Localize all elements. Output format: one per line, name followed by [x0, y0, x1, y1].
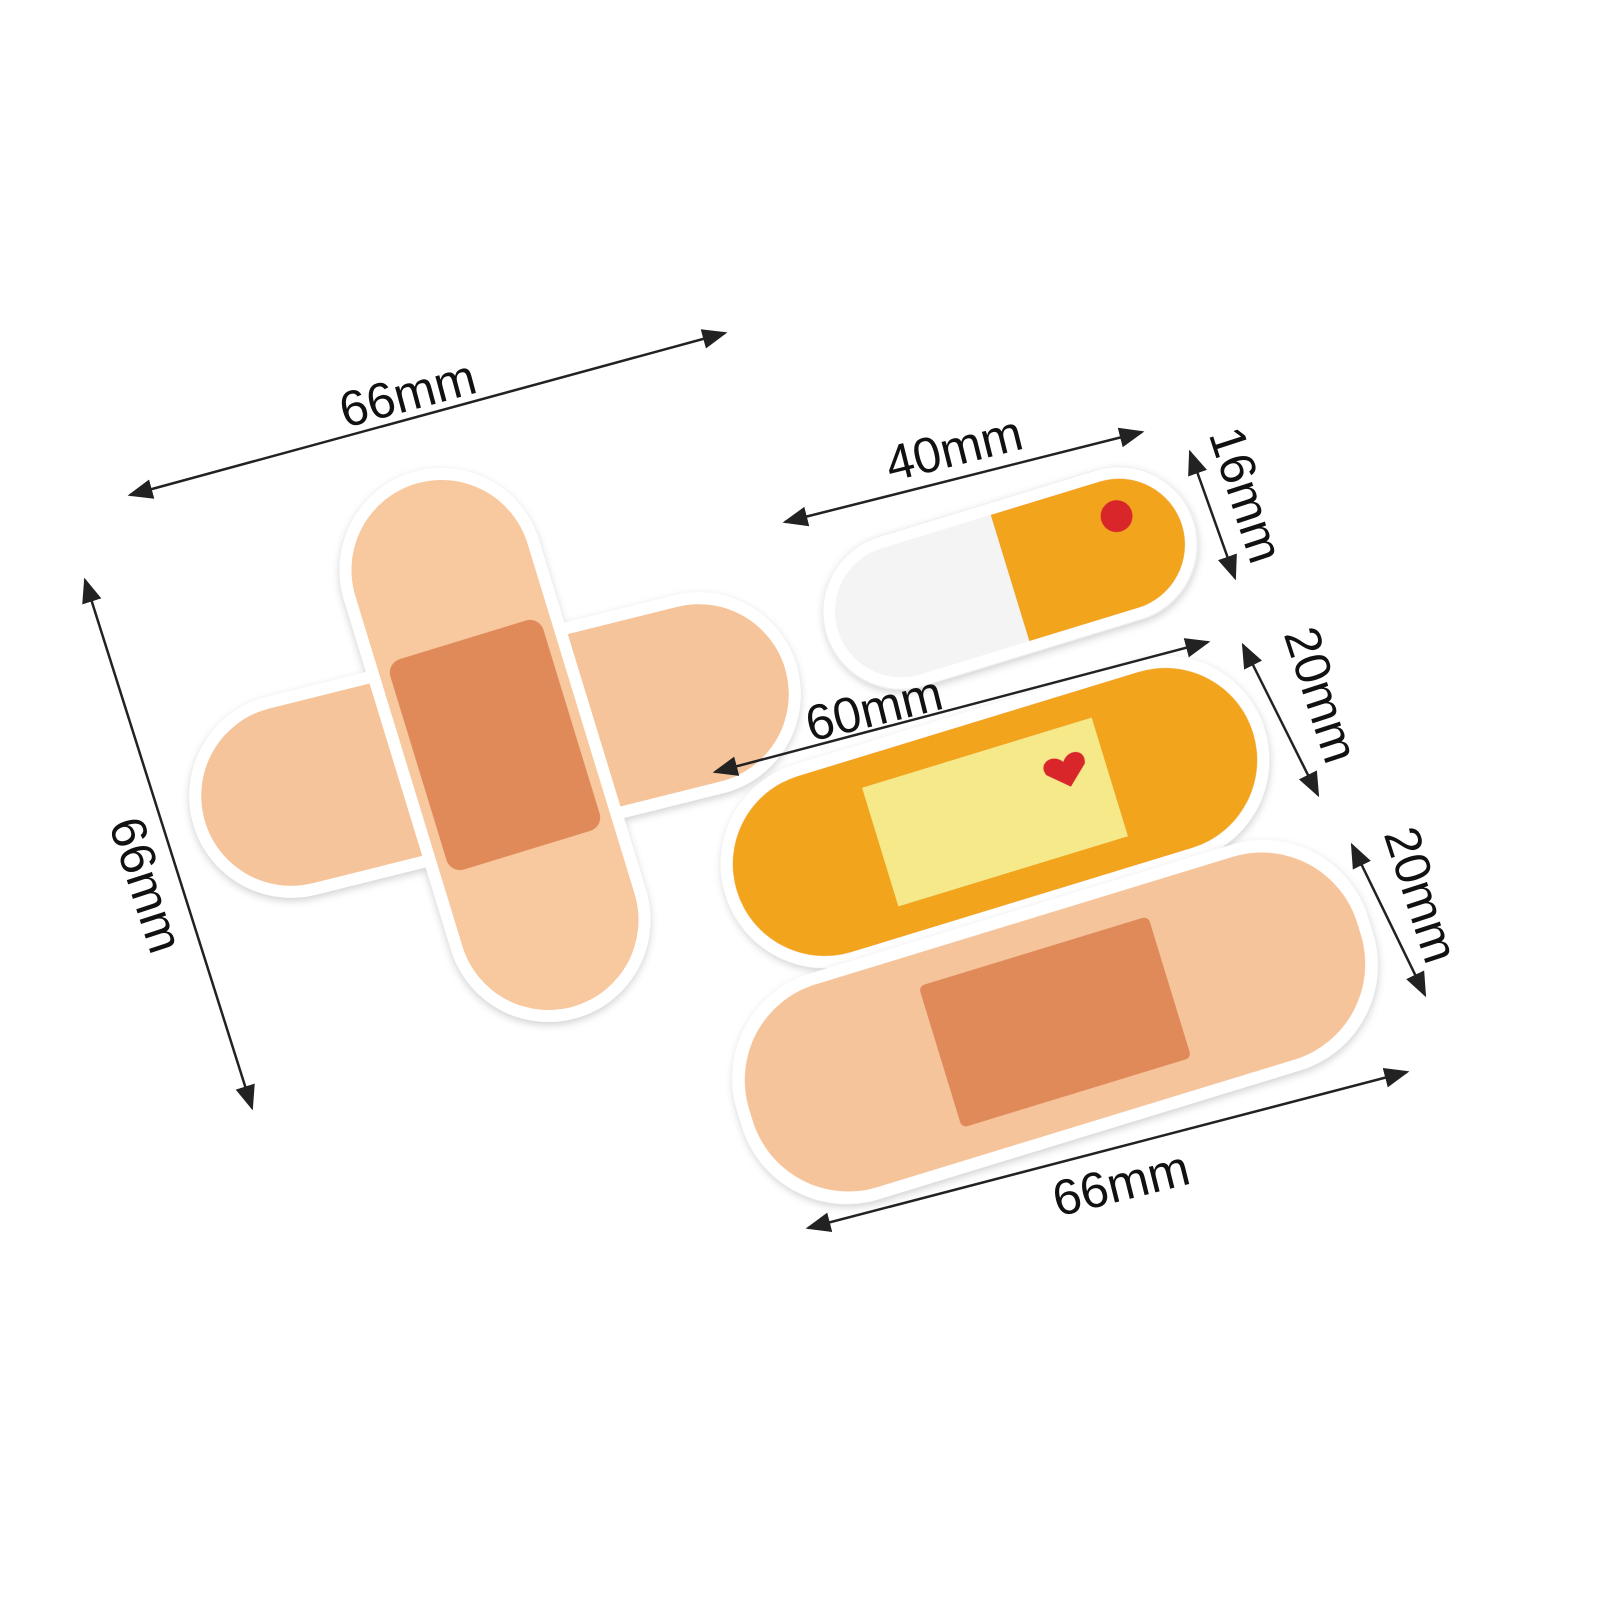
cross-height-label: 66mm: [98, 810, 194, 959]
beige-length-label: 66mm: [1047, 1140, 1195, 1228]
cross-bandage-patch: [189, 467, 801, 1023]
pill-width-label: 16mm: [1198, 420, 1294, 569]
cross-width-label: 66mm: [333, 349, 482, 439]
dimension-lines: [82, 329, 1427, 1233]
yellow-width-label: 20mm: [1273, 620, 1369, 769]
beige-width-label: 20mm: [1373, 820, 1469, 969]
